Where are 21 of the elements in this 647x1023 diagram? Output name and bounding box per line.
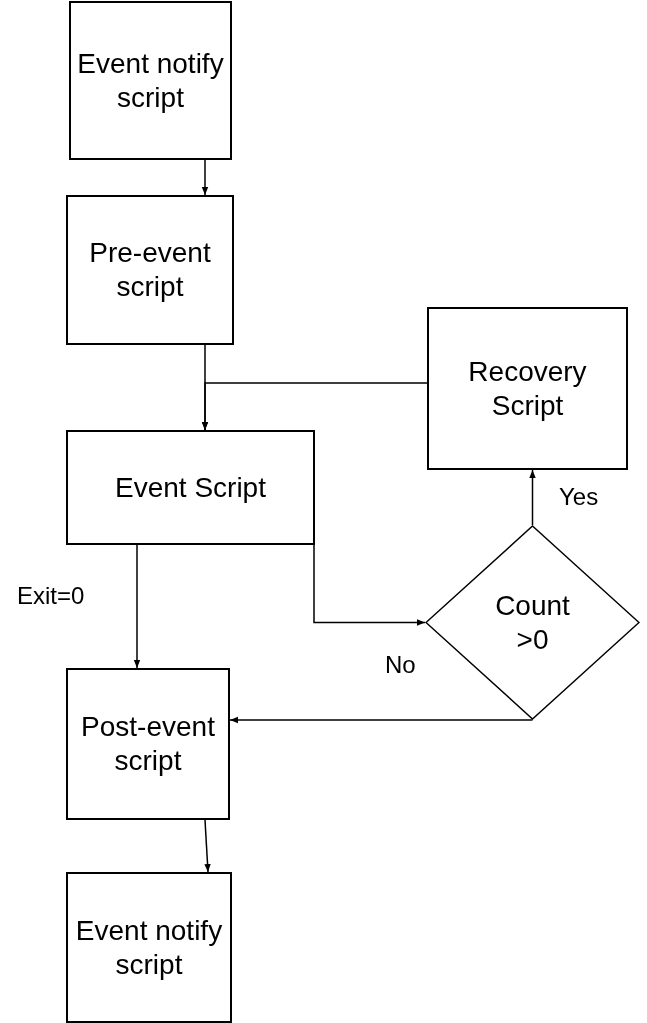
arrow xyxy=(529,469,536,526)
arrow xyxy=(204,819,211,873)
node-label: Count >0 xyxy=(494,588,571,657)
node-label: Event notify script xyxy=(74,913,224,982)
process-box xyxy=(66,872,232,1023)
node-label: Recovery Script xyxy=(467,354,588,423)
process-box xyxy=(427,307,628,470)
node-label: Event Script xyxy=(114,470,267,505)
process-box xyxy=(66,430,315,545)
process-box xyxy=(69,1,232,160)
arrow xyxy=(201,159,209,196)
process-box xyxy=(66,195,234,345)
process-box xyxy=(66,668,230,820)
node-label: Post-event script xyxy=(80,710,216,778)
arrow xyxy=(229,716,534,724)
arrow xyxy=(201,382,428,431)
node-label: Event notify script xyxy=(76,46,225,115)
arrow xyxy=(313,544,426,626)
arrow xyxy=(133,544,141,669)
node-label: Pre-event script xyxy=(88,236,212,304)
decision-diamond xyxy=(425,525,640,720)
